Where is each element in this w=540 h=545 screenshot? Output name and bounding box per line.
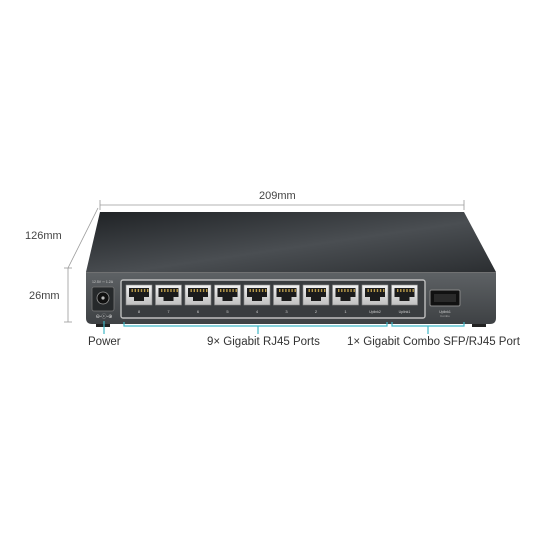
- rj45-port: [332, 284, 359, 306]
- port-number-labels: 8 7 6 5 4 3 2 1 Uplink2 Uplink1: [138, 309, 410, 314]
- power-jack: [91, 286, 115, 312]
- rj45-port: [155, 284, 182, 306]
- port-number: Uplink2: [369, 310, 381, 314]
- port-number: 4: [256, 309, 259, 314]
- width-dimension-label: 209mm: [259, 190, 296, 202]
- rj45-port: [184, 284, 212, 306]
- callout-brackets: [103, 321, 465, 334]
- combo-port-caption: 1× Gigabit Combo SFP/RJ45 Port: [347, 336, 520, 348]
- depth-dimension-label: 126mm: [25, 230, 62, 242]
- sfp-combo-label: Combo: [440, 314, 450, 318]
- port-number: 2: [315, 309, 318, 314]
- port-number: 1: [344, 309, 347, 314]
- rj45-ports: [125, 284, 418, 306]
- port-number: 7: [167, 309, 170, 314]
- power-rating-label: 12.5V ⎓ 1.2A: [92, 280, 114, 284]
- rj45-port: [125, 284, 153, 306]
- rj45-port: [214, 284, 241, 306]
- port-number: 5: [226, 309, 229, 314]
- switch-top-panel: [86, 212, 496, 272]
- sfp-slot: [429, 289, 461, 307]
- port-number: 8: [138, 309, 141, 314]
- port-number: 3: [285, 309, 288, 314]
- port-number: 6: [197, 309, 200, 314]
- rj45-port: [361, 284, 389, 306]
- rj45-port: [302, 284, 330, 306]
- sfp-port-label: Uplink1: [439, 310, 451, 314]
- rj45-port: [243, 284, 271, 306]
- dimension-lines: [64, 200, 465, 323]
- foot-right: [472, 324, 486, 327]
- power-polarity-icon: ⊖-ⓒ-⊕: [96, 313, 113, 320]
- rj45-port: [273, 284, 300, 306]
- rj45-ports-caption: 9× Gigabit RJ45 Ports: [207, 336, 320, 348]
- power-caption: Power: [88, 336, 121, 348]
- height-dimension-label: 26mm: [29, 290, 60, 302]
- rj45-port: [391, 284, 418, 306]
- foot-left: [96, 324, 110, 327]
- port-number: Uplink1: [399, 310, 411, 314]
